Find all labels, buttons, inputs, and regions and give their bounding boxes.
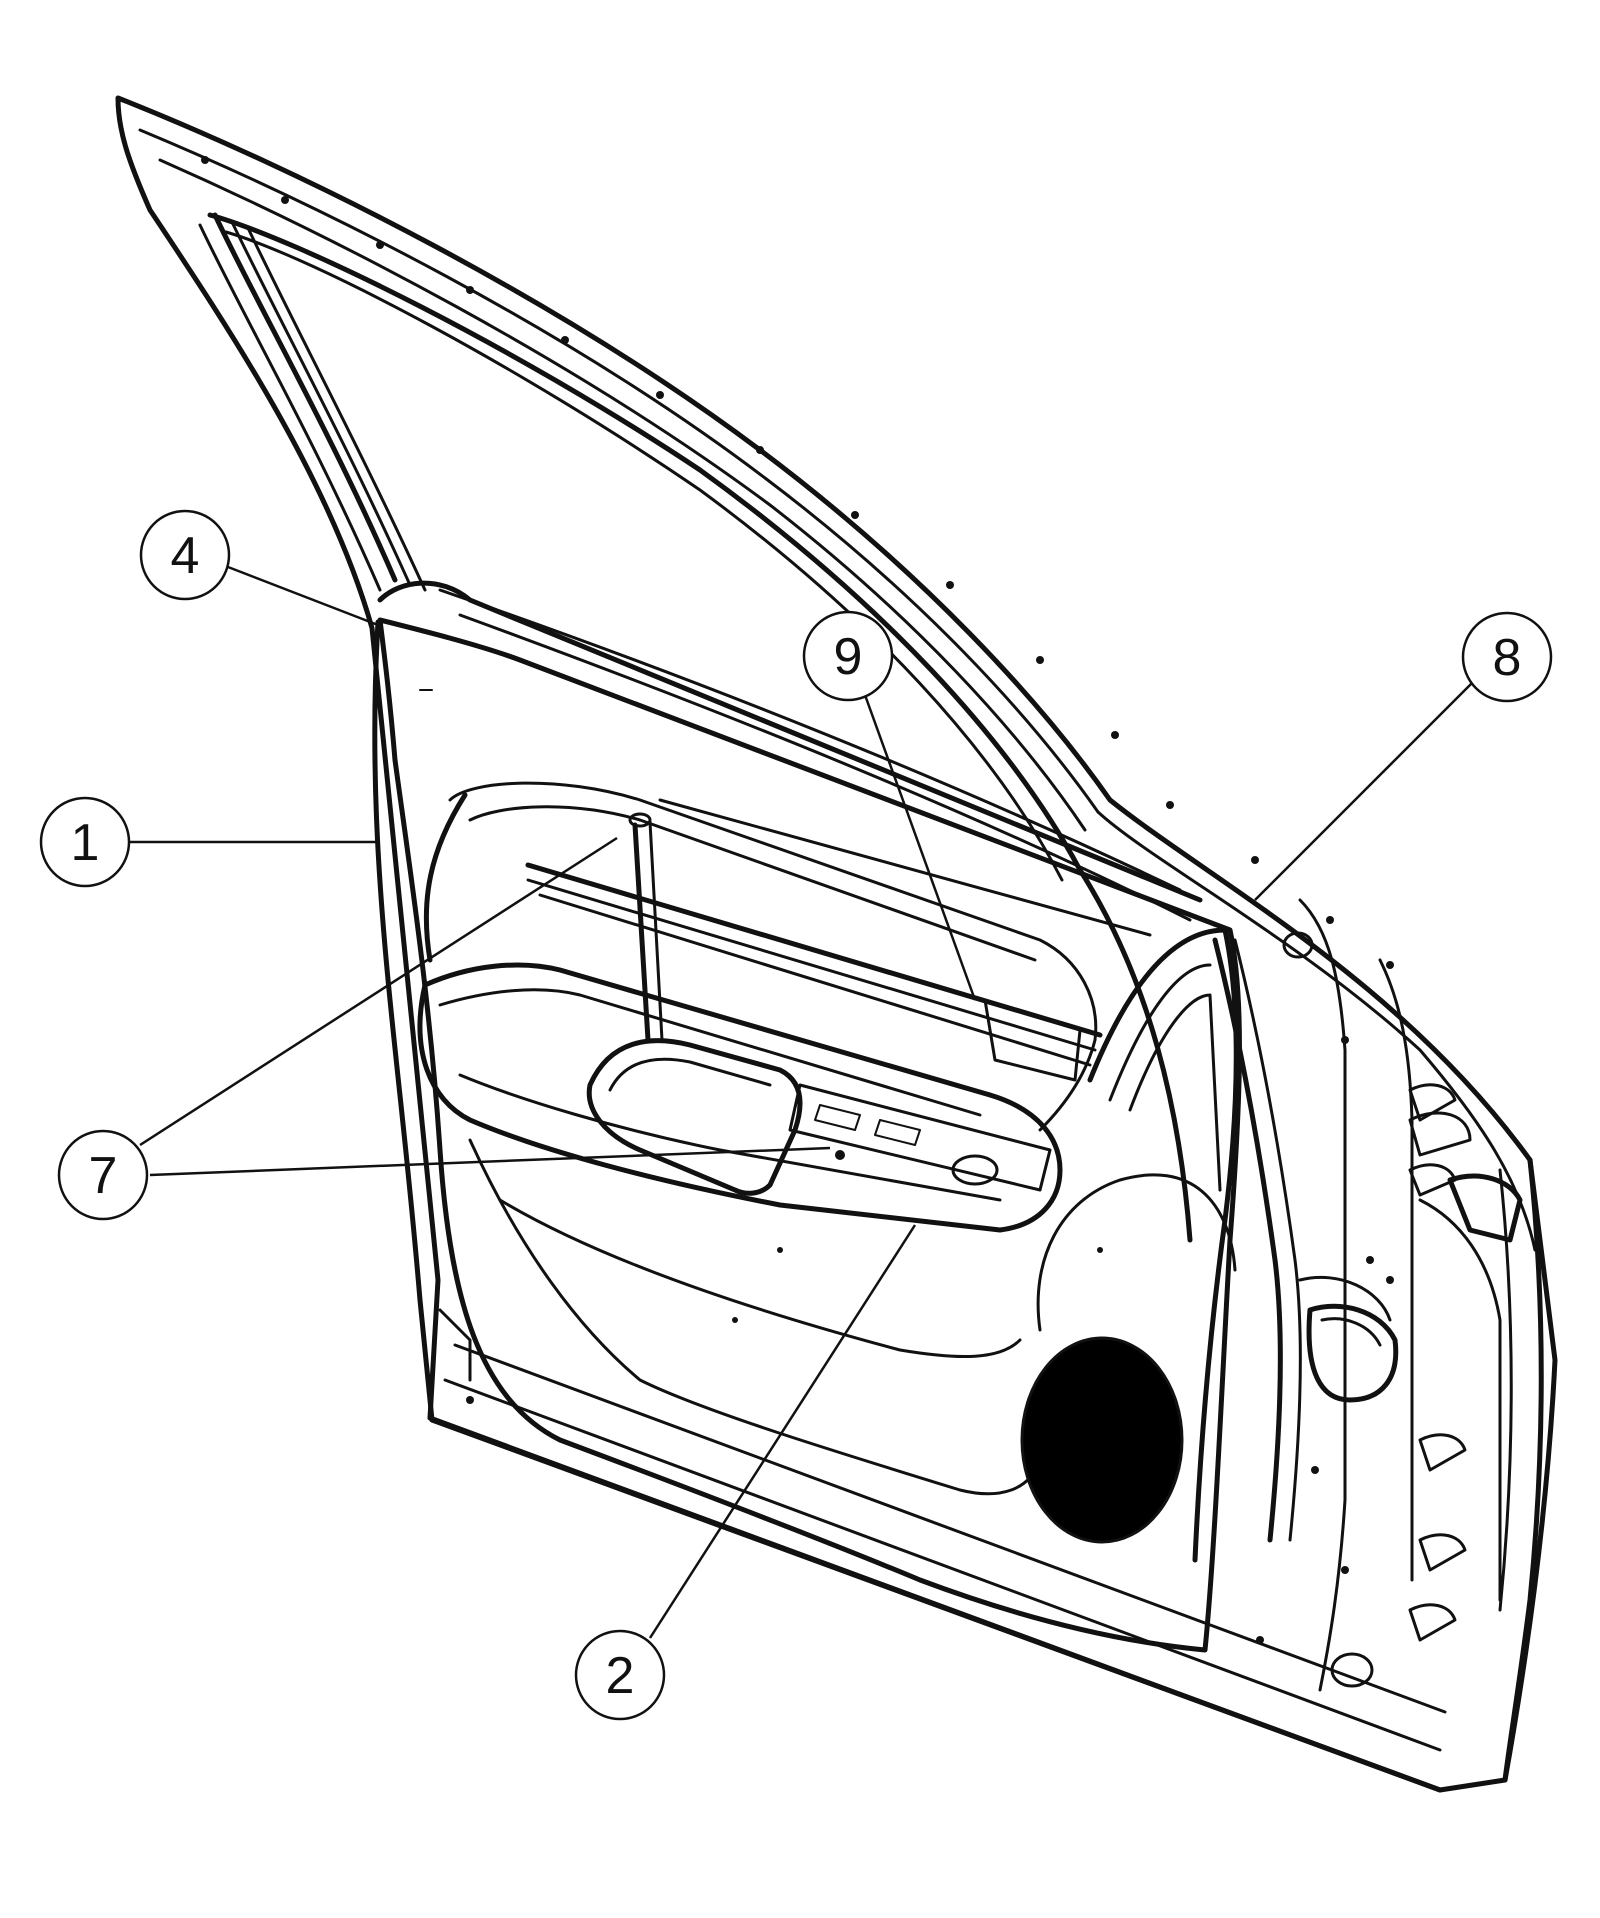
leader-8	[1254, 679, 1476, 901]
callout-7-label: 7	[89, 1147, 118, 1205]
door-outer-frame	[115, 95, 1558, 1793]
panel-details	[419, 689, 1103, 1404]
leader-lines	[128, 565, 1476, 1639]
callout-8: 8	[1461, 611, 1553, 703]
callout-4-label: 4	[171, 527, 200, 585]
leader-9	[863, 694, 977, 1001]
callout-8-label: 8	[1493, 629, 1522, 687]
callout-1: 1	[39, 796, 131, 888]
callout-9-label: 9	[834, 628, 863, 686]
door-trim-panel	[377, 617, 1302, 1653]
speaker-grille	[1020, 1336, 1184, 1544]
leader-4	[227, 565, 379, 627]
inner-door-hardware	[1256, 898, 1523, 1692]
leader-7b	[149, 1146, 831, 1177]
callout-2-label: 2	[606, 1647, 635, 1705]
callout-7: 7	[57, 1129, 149, 1221]
callout-9: 9	[802, 610, 894, 702]
leader-2	[648, 1224, 917, 1639]
leader-7a	[139, 836, 618, 1147]
callout-2: 2	[574, 1629, 666, 1721]
callout-4: 4	[139, 509, 231, 601]
callout-1-label: 1	[71, 814, 100, 872]
